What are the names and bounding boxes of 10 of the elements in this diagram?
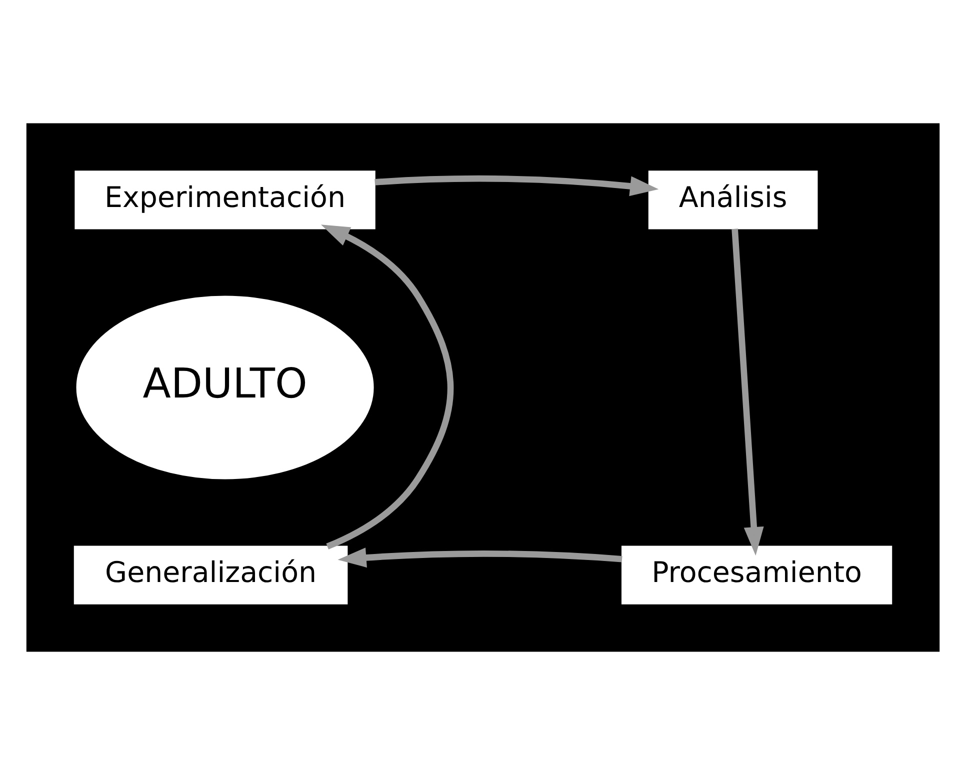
arrow: [321, 224, 454, 549]
node-box: Generalización: [74, 545, 348, 604]
node-box: Experimentación: [74, 170, 376, 229]
arrow: [374, 174, 659, 196]
node-ellipse: ADULTO: [76, 295, 374, 479]
cluster: [26, 122, 940, 652]
arrow: [338, 547, 622, 568]
node-box: Procesamiento: [621, 545, 892, 604]
arrow: [732, 228, 764, 556]
node-box: Análisis: [648, 170, 818, 229]
